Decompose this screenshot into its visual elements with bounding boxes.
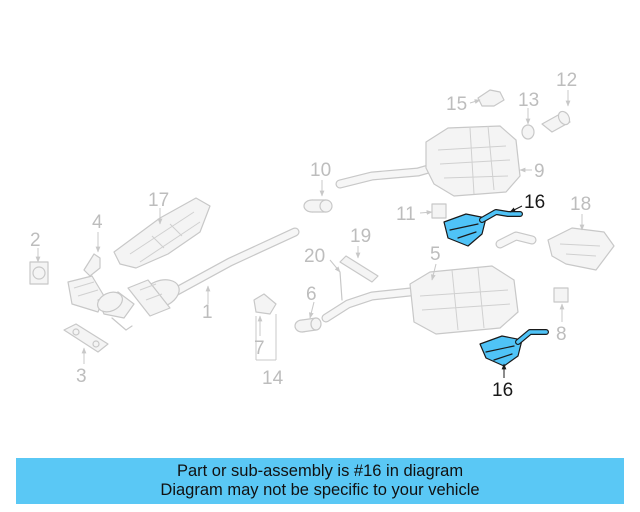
- muffler-part-5: [409, 265, 519, 335]
- front-exhaust-pipe: [170, 227, 300, 297]
- mount-part-11: [431, 203, 447, 219]
- callout-3: 3: [76, 366, 87, 387]
- callout-17: 17: [148, 190, 169, 211]
- callout-15: 15: [446, 94, 467, 115]
- bolt-part-20: [339, 271, 343, 301]
- tail-pipe-part-12: [541, 110, 571, 133]
- bracket-part-19: [339, 255, 379, 283]
- bracket-part-4: [83, 253, 101, 277]
- callout-20: 20: [304, 246, 325, 267]
- callout-8: 8: [556, 324, 567, 345]
- heat-shield-part-17: [113, 197, 211, 269]
- callout-7: 7: [254, 338, 265, 359]
- callout-10: 10: [310, 160, 331, 181]
- pipe-part-9-connector: [495, 231, 537, 249]
- callout-leaders: [35, 90, 585, 378]
- callout-12: 12: [556, 70, 577, 91]
- callout-6: 6: [306, 284, 317, 305]
- highlighted-part-16-lower[interactable]: [479, 329, 549, 367]
- callout-19: 19: [350, 226, 371, 247]
- callout-13: 13: [518, 90, 539, 111]
- info-banner: Part or sub-assembly is #16 in diagram D…: [16, 458, 624, 504]
- catalytic-converter: [67, 275, 180, 331]
- callout-18: 18: [570, 194, 591, 215]
- highlighted-part-16-upper[interactable]: [443, 209, 523, 247]
- callout-1: 1: [202, 302, 213, 323]
- callout-16-lower: 16: [492, 380, 513, 401]
- callout-14: 14: [262, 368, 284, 389]
- clamp-part-10: [303, 199, 333, 213]
- gasket-part-2: [29, 261, 49, 285]
- callout-labels: 1 2 3 4 5 6 7 8 9 10 11 12 13 14 15 16 1…: [30, 70, 591, 401]
- center-pipe-upper: [335, 163, 437, 189]
- hanger-part-15: [477, 89, 505, 107]
- clamp-part-6: [294, 317, 322, 333]
- banner-line-2: Diagram may not be specific to your vehi…: [160, 481, 480, 499]
- clamp-part-13: [521, 124, 535, 140]
- callout-16-upper: 16: [524, 192, 545, 213]
- rear-muffler-part-9: [425, 125, 521, 197]
- banner-line-1: Part or sub-assembly is #16 in diagram: [176, 462, 464, 480]
- bracket-part-3: [63, 323, 109, 353]
- hanger-part-7: [253, 293, 277, 315]
- callout-4: 4: [92, 212, 103, 233]
- callout-9: 9: [534, 161, 545, 182]
- center-pipe-lower: [321, 287, 415, 323]
- heat-shield-part-18: [547, 227, 615, 271]
- mount-part-8: [553, 287, 569, 303]
- callout-11: 11: [396, 204, 416, 225]
- callout-2: 2: [30, 230, 41, 251]
- exhaust-parts-diagram: 1 2 3 4 5 6 7 8 9 10 11 12 13 14 15 16 1…: [29, 70, 615, 401]
- callout-5: 5: [430, 244, 441, 265]
